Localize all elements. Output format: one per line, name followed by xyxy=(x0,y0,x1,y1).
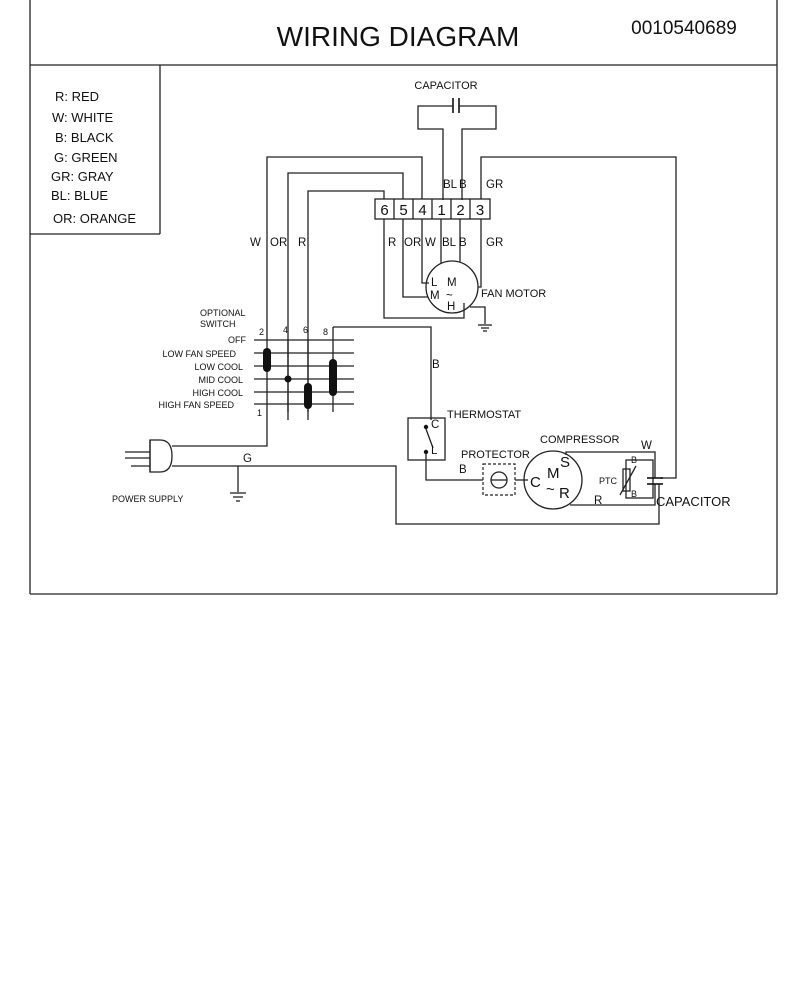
legend-item-blue: BL: BLUE xyxy=(51,188,108,203)
wire-label-w-below: W xyxy=(425,237,436,249)
wire-label-gr-below: GR xyxy=(486,237,503,249)
wire-label-gr-top: GR xyxy=(486,179,503,191)
terminal-5: 5 xyxy=(399,202,407,219)
switch-position-low-cool: LOW COOL xyxy=(194,362,243,372)
wire-label-r-below: R xyxy=(388,237,396,249)
switch-pin-4: 4 xyxy=(283,325,288,335)
wire-label-bl-top: BL xyxy=(443,179,458,191)
capacitor-right-label: CAPACITOR xyxy=(656,494,731,509)
legend-item-red: R: RED xyxy=(55,89,99,104)
legend-item-orange: OR: ORANGE xyxy=(53,211,136,226)
block-feed-wires xyxy=(266,156,677,479)
wire-label-w-compressor: W xyxy=(641,440,652,452)
wire-label-g: G xyxy=(243,453,252,465)
wire-label-b-top: B xyxy=(459,179,467,191)
wire-label-b-below: B xyxy=(459,237,467,249)
diagram-frame xyxy=(29,0,778,595)
protector-label: PROTECTOR xyxy=(461,449,530,461)
power-supply: POWER SUPPLY G xyxy=(112,412,660,525)
capacitor-top-label: CAPACITOR xyxy=(414,80,477,92)
legend-item-white: W: WHITE xyxy=(52,110,113,125)
ptc-starter: PTC B B xyxy=(599,455,654,499)
fan-motor: L M M ~ H FAN MOTOR xyxy=(383,219,546,332)
compressor-sym: ~ xyxy=(546,481,555,498)
switch-pin-1: 1 xyxy=(257,408,262,418)
terminal-6: 6 xyxy=(380,202,388,219)
legend-item-green: G: GREEN xyxy=(54,150,118,165)
motor-sym: ~ xyxy=(446,290,453,302)
motor-pin-l: L xyxy=(431,277,438,289)
motor-pin-m2: M xyxy=(430,290,440,302)
ptc-pin-b2: B xyxy=(631,489,637,499)
wire-label-r-compressor: R xyxy=(594,495,602,507)
thermostat-pin-l: L xyxy=(431,445,438,457)
compressor-pin-m: M xyxy=(547,465,560,482)
terminal-2: 2 xyxy=(456,202,464,219)
fan-motor-label: FAN MOTOR xyxy=(481,288,546,300)
wire-label-or-below: OR xyxy=(404,237,421,249)
thermostat-pin-c: C xyxy=(431,419,439,431)
switch-pin-2: 2 xyxy=(259,327,264,337)
diagram-title: WIRING DIAGRAM xyxy=(277,21,520,52)
optional-switch-label: OPTIONAL xyxy=(200,308,246,318)
motor-pin-h: H xyxy=(447,301,455,313)
switch-position-low-fan: LOW FAN SPEED xyxy=(162,349,236,359)
compressor-pin-c: C xyxy=(530,474,541,491)
ptc-pin-b1: B xyxy=(631,455,637,465)
thermostat-label: THERMOSTAT xyxy=(447,409,521,421)
compressor-pin-r: R xyxy=(559,485,570,502)
switch-pin-6: 6 xyxy=(303,325,308,335)
switch-position-mid-cool: MID COOL xyxy=(198,375,243,385)
wire-label-or-left: OR xyxy=(270,237,287,249)
wire-label-bl-below: BL xyxy=(442,237,457,249)
terminal-1: 1 xyxy=(437,202,445,219)
terminal-3: 3 xyxy=(476,202,484,219)
diagram-code: 0010540689 xyxy=(631,18,737,39)
ptc-label: PTC xyxy=(599,476,618,486)
wire-label-b-thermostat: B xyxy=(432,359,440,371)
protector: PROTECTOR xyxy=(461,449,530,496)
thermostat: THERMOSTAT C L xyxy=(407,409,521,481)
capacitor-top: CAPACITOR xyxy=(414,80,497,200)
switch-pin-8: 8 xyxy=(323,327,328,337)
legend-item-gray: GR: GRAY xyxy=(51,169,114,184)
wire-label-r-left: R xyxy=(298,237,306,249)
power-supply-label: POWER SUPPLY xyxy=(112,494,183,504)
compressor-pin-s: S xyxy=(560,454,570,471)
wire-label-w-left: W xyxy=(250,237,261,249)
motor-pin-m: M xyxy=(447,277,457,289)
terminal-4: 4 xyxy=(418,202,426,219)
terminal-block: 6 5 4 1 2 3 xyxy=(374,198,491,220)
switch-position-high-fan: HIGH FAN SPEED xyxy=(158,400,234,410)
legend-item-black: B: BLACK xyxy=(55,130,114,145)
compressor: COMPRESSOR C M S ~ R xyxy=(523,434,656,510)
compressor-label: COMPRESSOR xyxy=(540,434,620,446)
switch-position-high-cool: HIGH COOL xyxy=(192,388,243,398)
wire-label-b-protector: B xyxy=(459,464,467,476)
switch-position-off: OFF xyxy=(228,335,246,345)
optional-switch: OPTIONAL SWITCH 2 4 6 8 1 OFF LOW FAN SP… xyxy=(158,308,354,418)
color-legend: R: RED W: WHITE B: BLACK G: GREEN GR: GR… xyxy=(30,65,161,235)
optional-switch-label-2: SWITCH xyxy=(200,319,236,329)
capacitor-right: CAPACITOR xyxy=(647,477,731,509)
